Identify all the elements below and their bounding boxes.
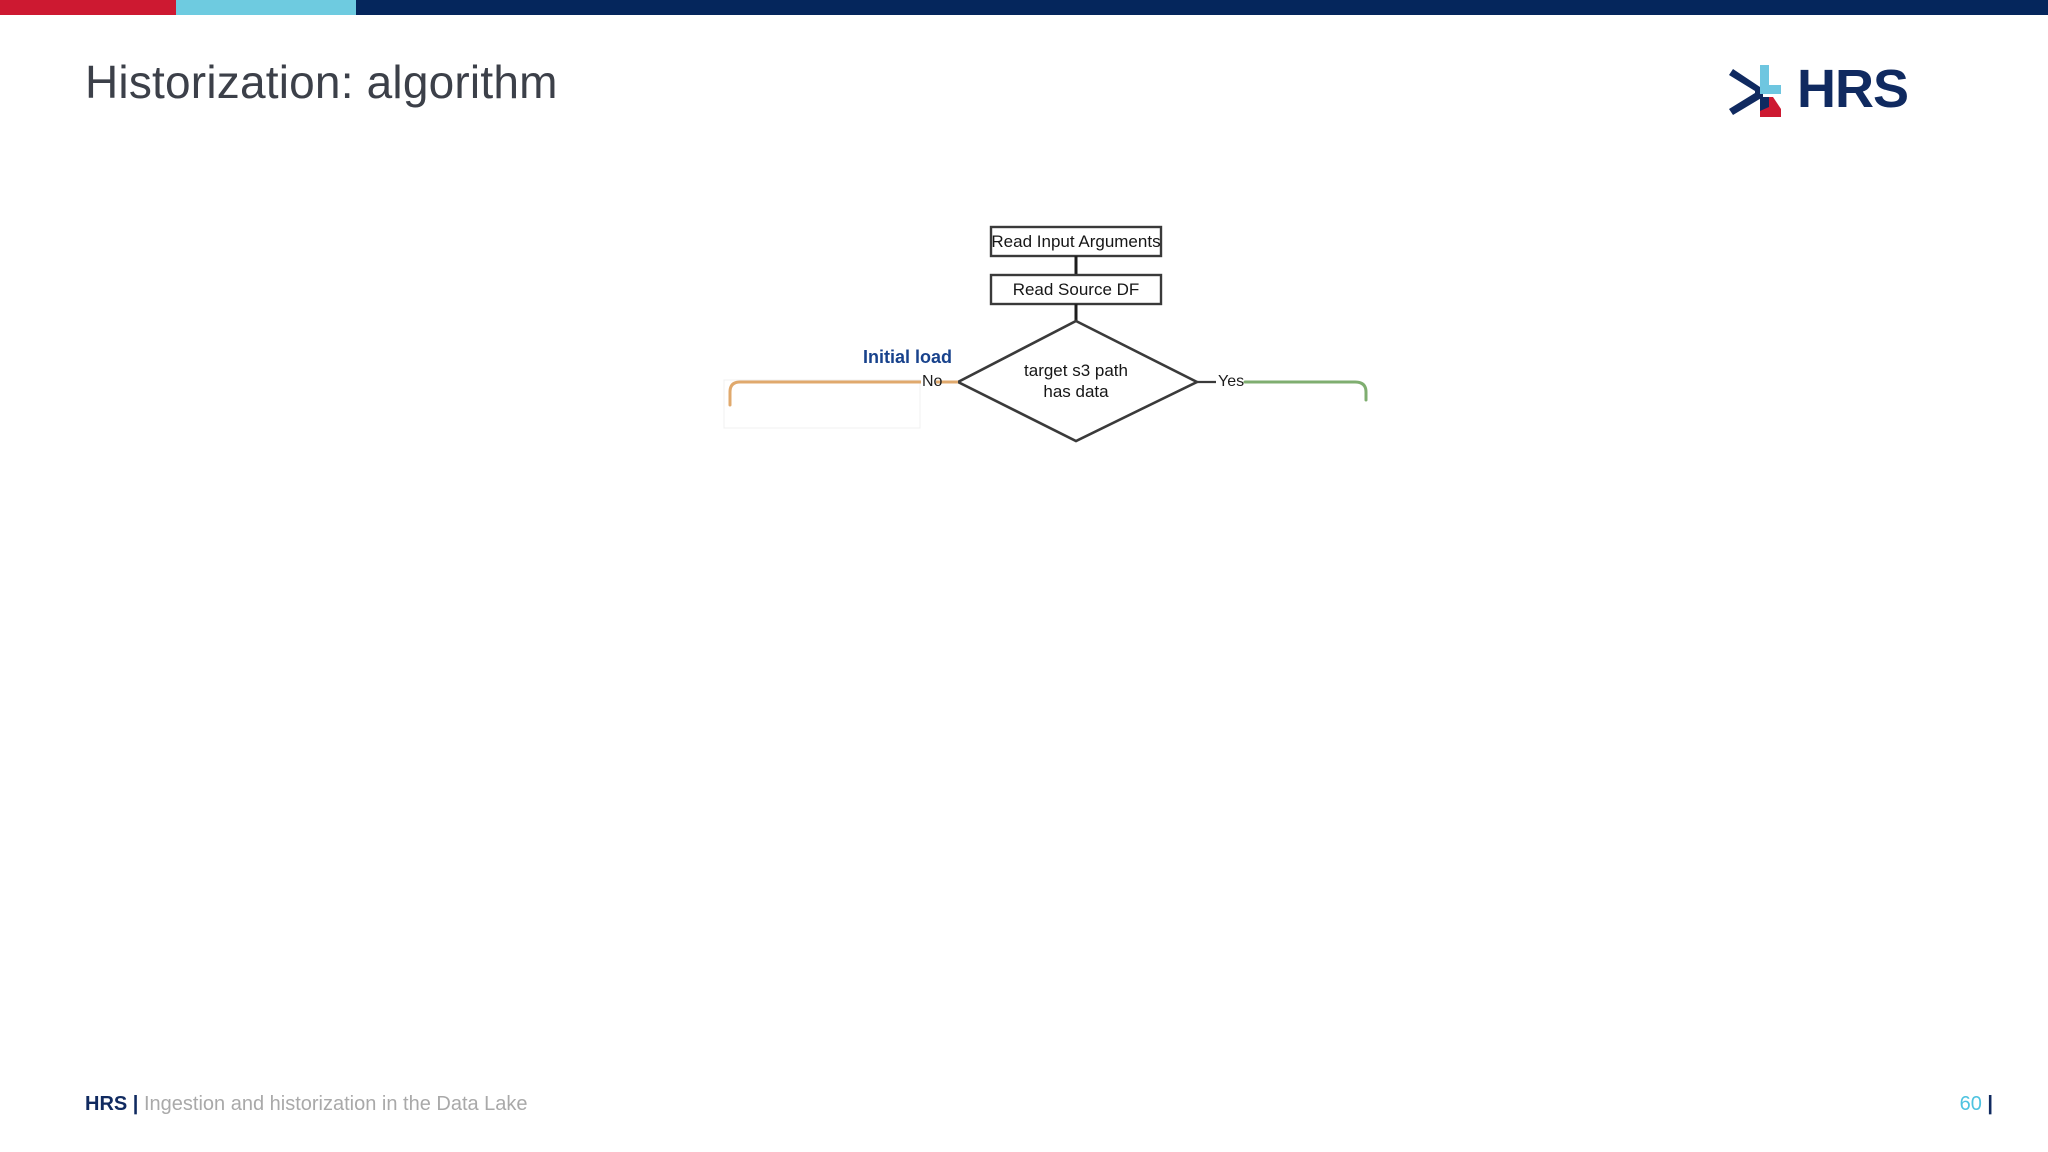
annotation-initial-load: Initial load (863, 347, 953, 367)
page-number-value: 60 (1959, 1093, 1982, 1115)
page-number: 60 | (1960, 1093, 1993, 1116)
footer-subtitle: Ingestion and historization in the Data … (143, 1093, 528, 1115)
top-accent-bar (0, 0, 2048, 15)
footer-separator: | (132, 1093, 139, 1115)
hrs-logo-mark-icon (1729, 65, 1781, 117)
edge-no-path (728, 380, 897, 407)
accent-segment-cyan (176, 0, 356, 15)
node-label-read-input-arguments: Read Input Arguments (991, 232, 1161, 251)
node-label-decision-target-s3: target s3 path has data (1024, 361, 1128, 401)
node-label-read-source-df: Read Source DF (1012, 280, 1140, 299)
footer-brand: HRS (85, 1093, 128, 1115)
edge-yes-path (1243, 380, 1368, 402)
initial-load-placeholder-region (723, 379, 921, 429)
node-decision-target-s3 (955, 319, 1200, 443)
page-number-separator: | (1987, 1093, 1993, 1115)
hrs-logo: HRS (1729, 59, 1969, 119)
node-read-input-arguments (989, 225, 1163, 258)
edge-label-yes: Yes (1218, 373, 1245, 390)
node-read-source-df (989, 273, 1163, 306)
accent-segment-red (0, 0, 176, 15)
page-title: Historization: algorithm (85, 56, 558, 108)
flowchart-svg (723, 225, 1368, 443)
edge-label-no: No (922, 373, 943, 390)
hrs-logo-wordmark: HRS (1797, 59, 1909, 119)
footer: HRS | Ingestion and historization in the… (85, 1093, 528, 1116)
algorithm-flowchart: Read Input Arguments Read Source DF targ… (700, 200, 1400, 470)
accent-segment-navy (356, 0, 2048, 15)
